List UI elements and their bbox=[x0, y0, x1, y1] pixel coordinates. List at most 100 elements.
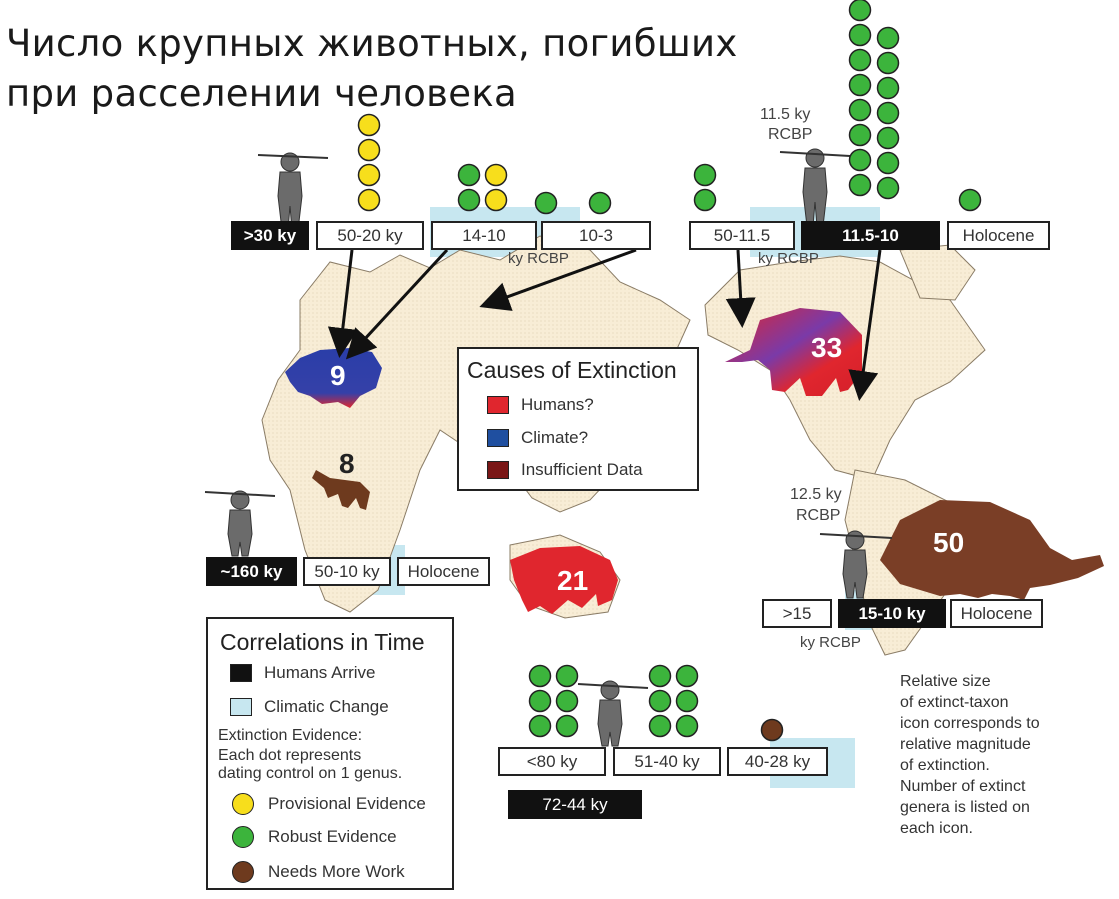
legend-item-humans: Humans? bbox=[487, 395, 594, 415]
legend-item-needs-work: Needs More Work bbox=[232, 861, 405, 883]
robust-evidence-dot bbox=[528, 689, 552, 713]
robust-evidence-dot bbox=[555, 714, 579, 738]
legend-item-insufficient: Insufficient Data bbox=[487, 460, 643, 480]
provisional-evidence-dot bbox=[484, 188, 508, 212]
robust-evidence-dot bbox=[555, 664, 579, 688]
antelope-icon bbox=[312, 470, 370, 510]
legend-label-robust: Robust Evidence bbox=[268, 827, 397, 846]
robust-evidence-dot bbox=[528, 714, 552, 738]
robust-evidence-dot bbox=[958, 188, 982, 212]
evidence-line1: Each dot represents bbox=[218, 747, 362, 764]
arrival-label-sa: 12.5 ky bbox=[790, 486, 842, 503]
robust-evidence-dot bbox=[848, 148, 872, 172]
insufficient-data-swatch bbox=[487, 461, 509, 479]
robust-dot bbox=[232, 826, 254, 848]
robust-evidence-dot bbox=[876, 26, 900, 50]
box-humans-arrive-australia: 72-44 ky bbox=[508, 790, 642, 819]
robust-evidence-dot bbox=[457, 188, 481, 212]
legend-item-climatic-change: Climatic Change bbox=[230, 697, 389, 717]
arrow bbox=[725, 249, 756, 328]
diprotodon-icon bbox=[510, 546, 618, 614]
legend-label-provisional: Provisional Evidence bbox=[268, 794, 426, 813]
count-north-america: 33 bbox=[811, 332, 843, 363]
legend-label-needs-work: Needs More Work bbox=[268, 862, 405, 881]
provisional-evidence-dot bbox=[357, 138, 381, 162]
robust-evidence-dot bbox=[534, 191, 558, 215]
robust-evidence-dot bbox=[555, 689, 579, 713]
greenland-landmass bbox=[899, 244, 976, 301]
evidence-dots bbox=[357, 0, 982, 742]
evidence-title: Extinction Evidence: bbox=[218, 727, 363, 744]
legend-item-robust: Robust Evidence bbox=[232, 826, 397, 848]
humans-arrive-swatch bbox=[230, 664, 252, 682]
hunter-icon bbox=[819, 530, 893, 599]
robust-evidence-dot bbox=[648, 714, 672, 738]
slide-title-line1: Число крупных животных, погибших bbox=[6, 22, 738, 65]
axis-label-na: ky RCBP bbox=[758, 250, 819, 267]
robust-evidence-dot bbox=[848, 123, 872, 147]
robust-evidence-dot bbox=[648, 664, 672, 688]
legend-label-humans: Humans? bbox=[521, 395, 594, 414]
box-humans-arrive-sa: 15-10 ky bbox=[838, 599, 946, 628]
causes-legend: Causes of Extinction Humans? Climate? In… bbox=[457, 347, 699, 491]
robust-evidence-dot bbox=[648, 689, 672, 713]
humans-swatch bbox=[487, 396, 509, 414]
robust-evidence-dot bbox=[848, 23, 872, 47]
box-aus-lt80: <80 ky bbox=[498, 747, 606, 776]
box-eurasia-10-3: 10-3 bbox=[541, 221, 651, 250]
box-sa-holocene: Holocene bbox=[950, 599, 1043, 628]
robust-evidence-dot bbox=[876, 151, 900, 175]
robust-evidence-dot bbox=[876, 126, 900, 150]
legend-item-provisional: Provisional Evidence bbox=[232, 793, 426, 815]
legend-item-humans-arrive: Humans Arrive bbox=[230, 663, 375, 683]
box-sa-gt15: >15 bbox=[762, 599, 832, 628]
robust-evidence-dot bbox=[848, 48, 872, 72]
needs-work-evidence-dot bbox=[760, 718, 784, 742]
box-humans-arrive-na: 11.5-10 bbox=[801, 221, 940, 250]
box-humans-arrive-africa: ~160 ky bbox=[206, 557, 297, 586]
box-na-50-11: 50-11.5 bbox=[689, 221, 795, 250]
box-aus-40-28: 40-28 ky bbox=[727, 747, 828, 776]
robust-evidence-dot bbox=[675, 714, 699, 738]
robust-evidence-dot bbox=[588, 191, 612, 215]
robust-evidence-dot bbox=[848, 0, 872, 22]
mammoth-icon bbox=[725, 308, 862, 396]
legend-item-climate: Climate? bbox=[487, 428, 588, 448]
needs-work-dot bbox=[232, 861, 254, 883]
provisional-dot bbox=[232, 793, 254, 815]
glyptodon-icon bbox=[880, 500, 1104, 600]
robust-evidence-dot bbox=[693, 188, 717, 212]
arrow bbox=[327, 249, 358, 358]
robust-evidence-dot bbox=[848, 73, 872, 97]
robust-evidence-dot bbox=[528, 664, 552, 688]
slide-title-line2: при расселении человека bbox=[6, 72, 517, 115]
box-humans-arrive-eurasia: >30 ky bbox=[231, 221, 309, 250]
robust-evidence-dot bbox=[876, 176, 900, 200]
provisional-evidence-dot bbox=[357, 163, 381, 187]
count-eurasia: 9 bbox=[330, 360, 346, 391]
hunter-icon bbox=[577, 680, 649, 747]
robust-evidence-dot bbox=[876, 51, 900, 75]
time-legend-title: Correlations in Time bbox=[220, 629, 425, 655]
causes-legend-title: Causes of Extinction bbox=[467, 357, 677, 383]
axis-label-sa: ky RCBP bbox=[800, 634, 861, 651]
box-na-holocene: Holocene bbox=[947, 221, 1050, 250]
box-eurasia-50-20: 50-20 ky bbox=[316, 221, 424, 250]
hunter-icon bbox=[257, 152, 329, 231]
legend-label-humans-arrive: Humans Arrive bbox=[264, 663, 376, 682]
hunter-icon bbox=[204, 490, 276, 557]
box-eurasia-14-10: 14-10 bbox=[431, 221, 537, 250]
legend-label-insufficient: Insufficient Data bbox=[521, 460, 643, 479]
robust-evidence-dot bbox=[848, 173, 872, 197]
arrival-sub-sa: RCBP bbox=[796, 507, 841, 524]
provisional-evidence-dot bbox=[357, 188, 381, 212]
axis-label-eurasia: ky RCBP bbox=[508, 250, 569, 267]
arrival-label-na: 11.5 ky bbox=[760, 106, 811, 123]
box-africa-holocene: Holocene bbox=[397, 557, 490, 586]
provisional-evidence-dot bbox=[357, 113, 381, 137]
robust-evidence-dot bbox=[876, 101, 900, 125]
climatic-change-swatch bbox=[230, 698, 252, 716]
arrow bbox=[848, 249, 882, 401]
arrow bbox=[345, 248, 449, 360]
